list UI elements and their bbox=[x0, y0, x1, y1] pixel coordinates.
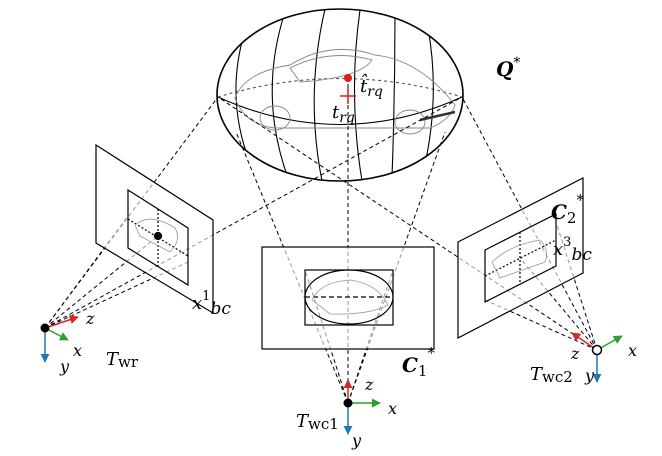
ellipsoid-label: Q* bbox=[496, 55, 520, 81]
camera-frame-wc2 bbox=[571, 332, 623, 383]
camera-label-wc1: Twc1 bbox=[296, 411, 339, 433]
image-plane-left bbox=[95, 143, 214, 315]
box-center-1 bbox=[153, 231, 163, 241]
camera-label-wr: Twr bbox=[106, 349, 139, 371]
camera-frame-wc1 bbox=[343, 379, 381, 435]
center-point-hat bbox=[344, 74, 352, 82]
camera-frame-wr bbox=[40, 315, 79, 363]
ellipsoid bbox=[216, 8, 464, 182]
axis-y-label-wr: y bbox=[59, 357, 70, 376]
axis-x-label-wc1: x bbox=[388, 399, 397, 418]
axis-z-label-wc2: z bbox=[570, 344, 580, 363]
center-est-label: trq bbox=[332, 102, 355, 126]
object-center bbox=[340, 74, 356, 104]
center-hat-label: t̂rq bbox=[360, 72, 383, 100]
camera-label-wc2: Twc2 bbox=[530, 364, 573, 386]
axis-z-label-wc1: z bbox=[364, 375, 374, 394]
box-center-label-1: x1bc bbox=[192, 289, 231, 319]
image-plane-right bbox=[457, 177, 584, 339]
conic-label-2: C2* bbox=[551, 191, 584, 227]
axis-x-label-wc2: x bbox=[628, 341, 637, 360]
axis-y-label-wc2: y bbox=[584, 366, 595, 385]
box-center-label-3: x3bc bbox=[553, 235, 592, 265]
image-plane-middle bbox=[261, 246, 435, 350]
axis-y-label-wc1: y bbox=[351, 431, 362, 450]
axis-x-label-wr: x bbox=[73, 341, 82, 360]
conic-label-1: C1* bbox=[402, 344, 435, 380]
car-sketch-icon bbox=[234, 48, 456, 135]
axis-z-label-wr: z bbox=[85, 309, 95, 328]
